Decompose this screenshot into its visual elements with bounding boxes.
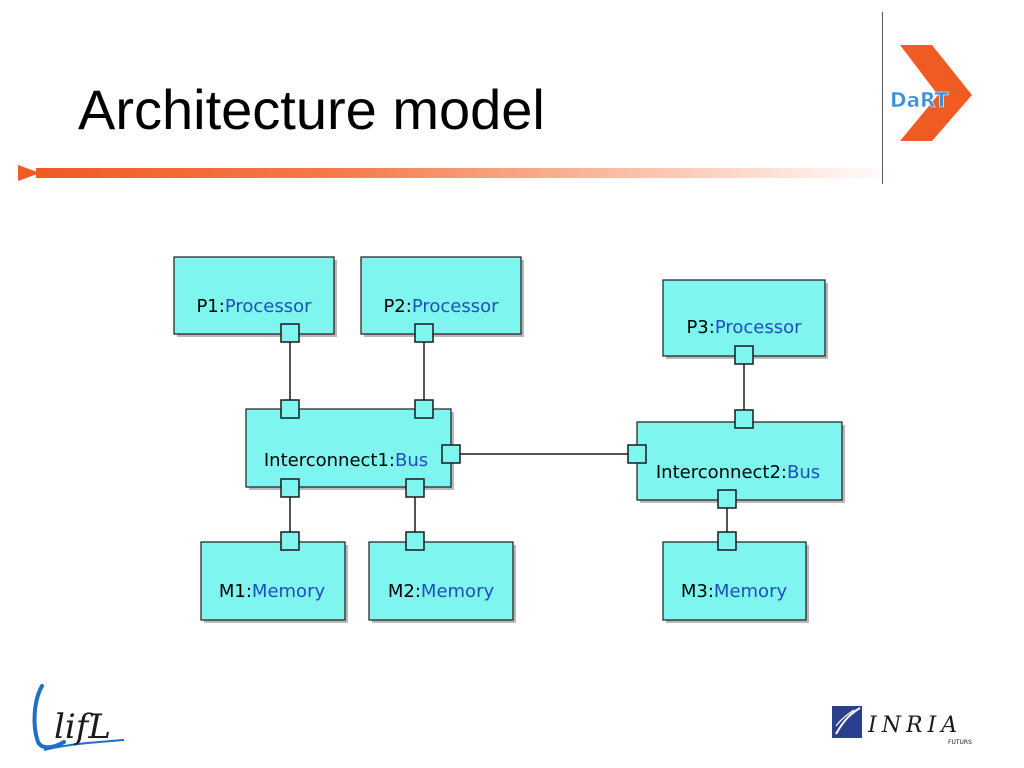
inria-logo-text: INRIA [867, 713, 962, 738]
node-ic1-box [245, 408, 452, 488]
dart-logo: DaRT [890, 45, 972, 141]
inria-logo-subtext: FUTURS [948, 739, 972, 746]
node-ic2-label: Interconnect2:Bus [656, 462, 820, 483]
port [280, 399, 300, 419]
port [627, 444, 647, 464]
dart-logo-text: DaRT [890, 88, 949, 112]
port [414, 323, 434, 343]
node-p2-label: P2:Processor [383, 296, 499, 317]
port [280, 478, 300, 498]
node-ic1-label: Interconnect1:Bus [264, 450, 428, 471]
slide-title: Architecture model [78, 78, 545, 141]
port [717, 489, 737, 509]
port [441, 444, 461, 464]
node-p2-box [360, 256, 522, 335]
node-m1-label: M1:Memory [219, 581, 326, 602]
lifl-logo-text: lifL [54, 707, 111, 747]
node-m1-box [200, 541, 346, 621]
port [405, 478, 425, 498]
port [734, 409, 754, 429]
lifl-logo: lifL [32, 684, 125, 751]
port [280, 531, 300, 551]
node-p1-box [173, 256, 335, 335]
header-divider [882, 12, 883, 184]
port [717, 531, 737, 551]
inria-logo: INRIA FUTURS [832, 706, 972, 746]
title-underline [18, 165, 898, 181]
node-p1-label: P1:Processor [196, 296, 312, 317]
port [405, 531, 425, 551]
node-m2-label: M2:Memory [388, 581, 495, 602]
port [280, 323, 300, 343]
node-m2-box [368, 541, 514, 621]
node-p3-box [662, 279, 826, 357]
node-m3-label: M3:Memory [681, 581, 788, 602]
node-ic2-box [636, 421, 843, 501]
port [414, 399, 434, 419]
port [734, 345, 754, 365]
node-p3-label: P3:Processor [686, 317, 802, 338]
